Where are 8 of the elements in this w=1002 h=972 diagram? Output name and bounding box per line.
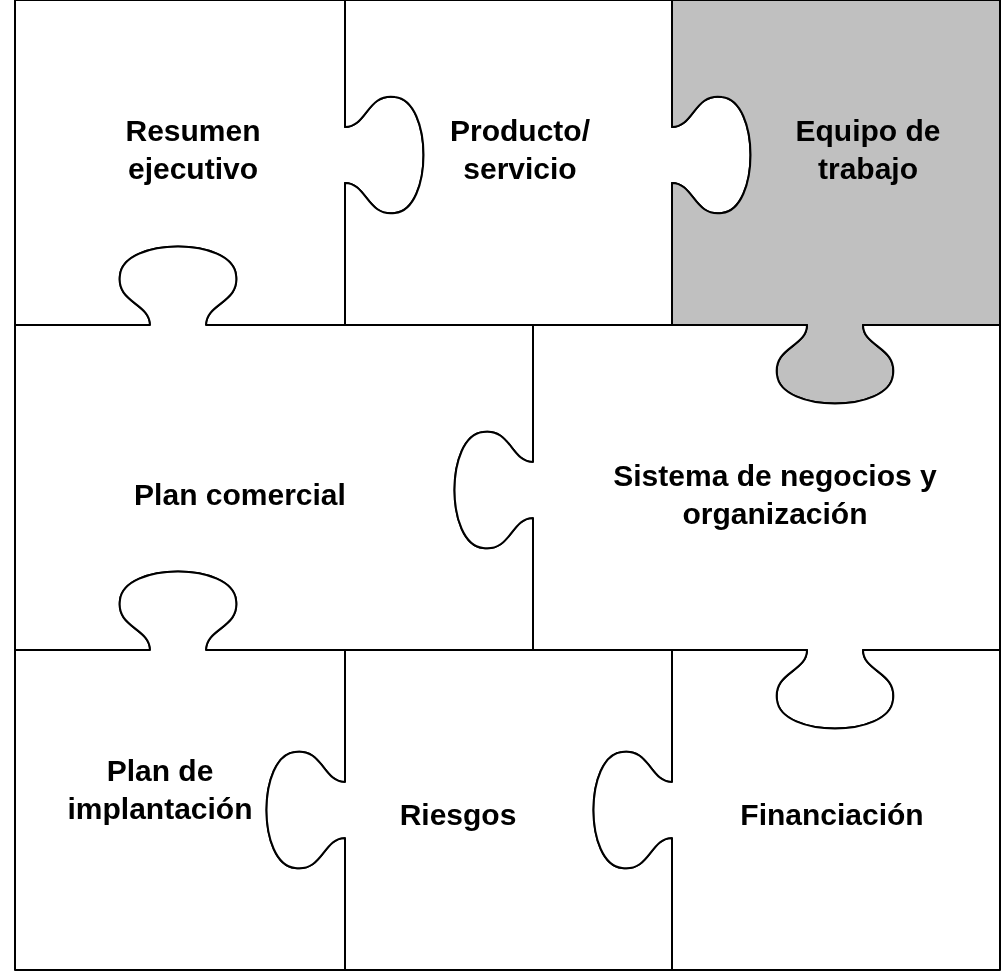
piece-label: Riesgos xyxy=(399,798,517,831)
piece-label: Plan comercial xyxy=(134,478,346,511)
piece-label: Equipo de trabajo xyxy=(795,114,941,185)
piece-label: Plan de implantación xyxy=(67,754,253,825)
piece-label: Resumen ejecutivo xyxy=(125,114,261,185)
piece-label: Producto/ servicio xyxy=(450,114,590,185)
piece-label: Financiación xyxy=(740,798,924,831)
piece-label: Sistema de negocios y organización xyxy=(613,459,937,530)
